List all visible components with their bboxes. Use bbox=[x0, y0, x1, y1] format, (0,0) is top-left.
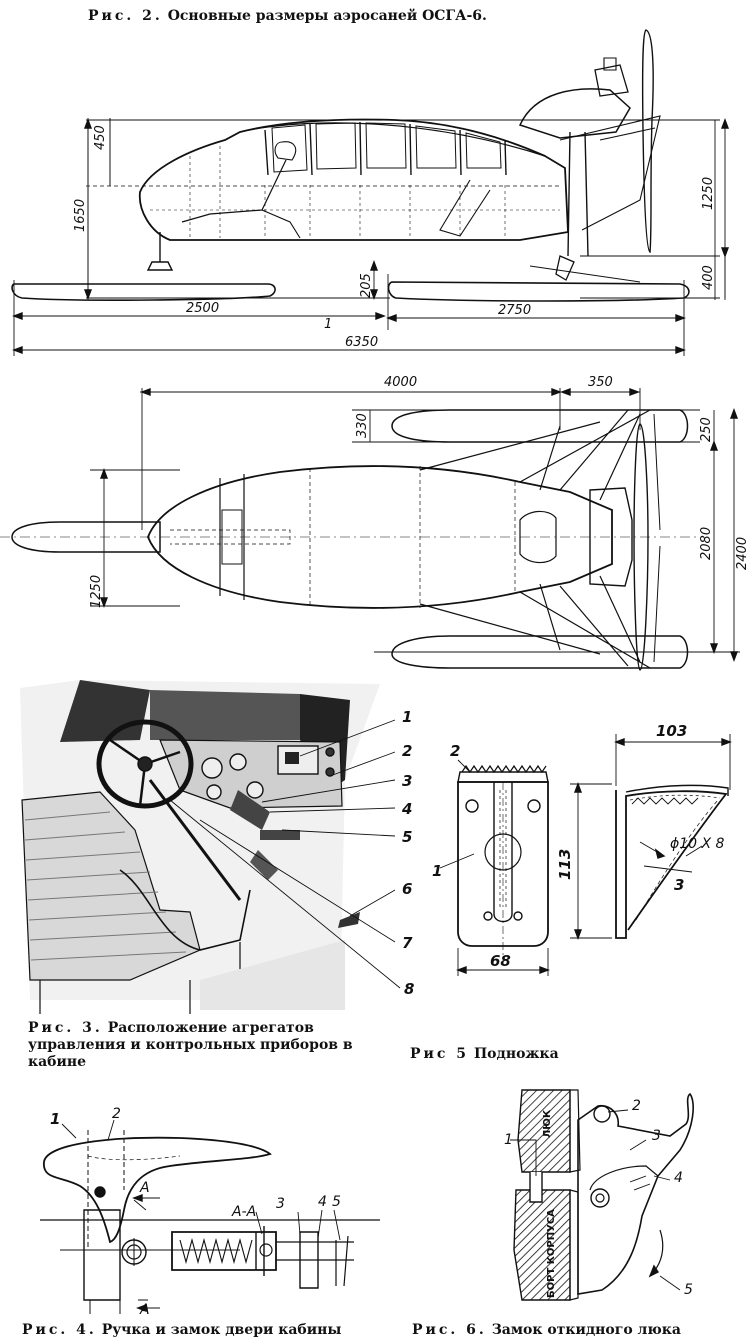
fig2-caption-text: Основные размеры аэросаней ОСГА-6. bbox=[167, 8, 487, 24]
fig4-section-aa: А-А bbox=[231, 1204, 256, 1220]
fig2-caption: Рис. 2. Основные размеры аэросаней ОСГА-… bbox=[88, 8, 487, 25]
fig5-caption: Рис 5 Подножка bbox=[410, 1046, 559, 1063]
fig4-caption-prefix: Рис. 4. bbox=[22, 1322, 97, 1338]
fig5-dim-113: 113 bbox=[556, 849, 574, 880]
dim-330: 330 bbox=[355, 413, 370, 438]
dim-2750: 2750 bbox=[498, 303, 531, 318]
dim-6350: 6350 bbox=[345, 335, 378, 350]
fig3-callout-8: 8 bbox=[404, 980, 414, 998]
fig4-caption-text: Ручка и замок двери кабины bbox=[101, 1322, 342, 1338]
dim-1250-top: 1250 bbox=[89, 575, 104, 608]
fig3-callout-7: 7 bbox=[402, 934, 413, 952]
fig5-caption-text: Подножка bbox=[473, 1046, 559, 1062]
dim-450: 450 bbox=[93, 125, 108, 150]
fig6-callout-4: 4 bbox=[674, 1170, 683, 1186]
fig6-callout-5: 5 bbox=[684, 1282, 693, 1298]
fig6-hatch-label: ЛЮК bbox=[542, 1109, 553, 1138]
fig2-side-view: 450 1650 1250 400 205 2500 2750 6350 1 bbox=[11, 29, 730, 356]
fig4-callout-3: 3 bbox=[276, 1196, 285, 1212]
fig6-callout-3: 3 bbox=[652, 1128, 661, 1144]
fig3-cabin-illustration: 1 2 3 4 5 6 7 8 bbox=[20, 680, 414, 1014]
fig3-callout-1: 1 bbox=[402, 708, 412, 726]
fig4-callout-5: 5 bbox=[332, 1194, 341, 1210]
fig6-caption-text: Замок откидного люка bbox=[491, 1322, 681, 1338]
fig3-caption: Рис. 3. Расположение агрегатов управлени… bbox=[28, 1020, 363, 1071]
fig5-caption-prefix: Рис 5 bbox=[410, 1046, 470, 1062]
fig3-callout-6: 6 bbox=[402, 880, 412, 898]
mark-1: 1 bbox=[324, 317, 332, 332]
fig3-caption-text: Расположение агрегатов управления и конт… bbox=[28, 1020, 353, 1070]
fig5-footstep-drawing: 103 113 68 ϕ10 X 8 2 1 3 bbox=[432, 722, 732, 976]
fig4-callout-4: 4 bbox=[318, 1194, 327, 1210]
dim-250: 250 bbox=[699, 417, 714, 442]
fig4-callout-1: 1 bbox=[50, 1110, 60, 1128]
fig5-callout-2: 2 bbox=[450, 742, 460, 760]
fig5-dim-68: 68 bbox=[490, 952, 511, 970]
fig6-callout-2: 2 bbox=[632, 1098, 641, 1114]
dim-2400: 2400 bbox=[735, 537, 750, 570]
fig6-hatch-lock-drawing: 1 2 3 4 5 ЛЮК БОРТ КОРПУСА bbox=[504, 1089, 694, 1301]
fig6-caption: Рис. 6. Замок откидного люка bbox=[412, 1322, 681, 1339]
fig6-hull-label: БОРТ КОРПУСА bbox=[546, 1209, 557, 1298]
dim-400: 400 bbox=[701, 265, 716, 290]
fig3-callout-2: 2 bbox=[402, 742, 412, 760]
dim-205: 205 bbox=[359, 273, 374, 298]
fig6-caption-prefix: Рис. 6. bbox=[412, 1322, 487, 1338]
fig3-callout-4: 4 bbox=[401, 800, 412, 818]
fig3-caption-prefix: Рис. 3. bbox=[28, 1020, 103, 1036]
dim-2080: 2080 bbox=[699, 527, 714, 560]
fig6-callout-1: 1 bbox=[504, 1132, 513, 1148]
dim-2500: 2500 bbox=[186, 301, 219, 316]
fig4-section-a-bottom: А bbox=[139, 1302, 150, 1318]
fig5-callout-3: 3 bbox=[674, 876, 684, 894]
fig3-callout-3: 3 bbox=[402, 772, 412, 790]
fig5-dim-phi: ϕ10 X 8 bbox=[670, 836, 725, 852]
dim-1650: 1650 bbox=[73, 199, 88, 232]
dim-4000: 4000 bbox=[384, 375, 417, 390]
fig2-top-view: 4000 350 330 250 2080 2400 1250 bbox=[0, 375, 750, 671]
fig3-callout-5: 5 bbox=[402, 828, 412, 846]
fig5-dim-103: 103 bbox=[656, 722, 687, 740]
dim-350: 350 bbox=[588, 375, 613, 390]
fig2-caption-prefix: Рис. 2. bbox=[88, 8, 163, 24]
dim-1250-side: 1250 bbox=[701, 177, 716, 210]
fig4-door-handle-drawing: 1 2 А А А-А 3 4 5 bbox=[40, 1106, 380, 1318]
fig4-callout-2: 2 bbox=[112, 1106, 121, 1122]
fig4-section-a-top: А bbox=[139, 1180, 150, 1196]
fig4-caption: Рис. 4. Ручка и замок двери кабины bbox=[22, 1322, 341, 1339]
fig5-callout-1: 1 bbox=[432, 862, 442, 880]
